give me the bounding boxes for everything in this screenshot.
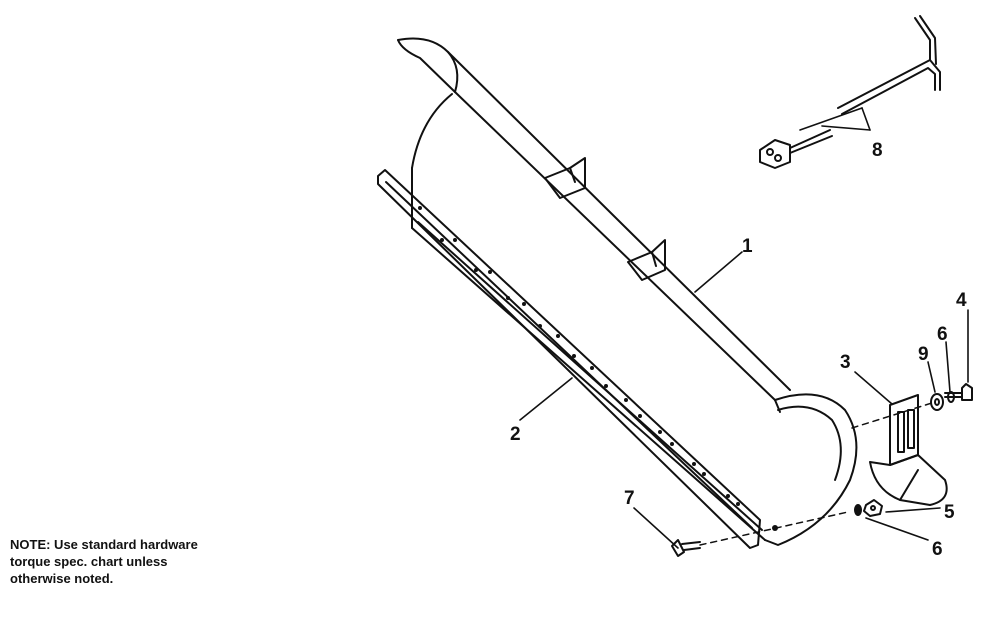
callout-4: 4 [956, 290, 967, 311]
washer-9 [930, 393, 944, 411]
scraper-blade-part [397, 37, 858, 546]
cutting-edge-part [377, 169, 761, 549]
nut-5 [863, 499, 883, 517]
callout-8: 8 [872, 140, 883, 161]
callout-6-bottom: 6 [932, 539, 943, 560]
callout-7: 7 [624, 488, 635, 509]
carriage-bolt-7 [671, 539, 701, 557]
alignment-lines [699, 401, 936, 546]
note-line-2: torque spec. chart unless [10, 554, 168, 569]
handle-rod-part [759, 15, 941, 169]
lock-washer-6-bottom [854, 504, 862, 516]
callout-9: 9 [918, 344, 929, 365]
callout-1: 1 [742, 236, 753, 257]
skid-shoe-part [869, 394, 948, 506]
leader-lines [519, 107, 969, 549]
lock-washer-6-top [947, 391, 955, 403]
note-line-1: NOTE: Use standard hardware [10, 537, 198, 552]
callout-2: 2 [510, 424, 521, 445]
hardware-note: NOTE: Use standard hardware torque spec.… [10, 536, 300, 587]
callout-5: 5 [944, 502, 955, 523]
callout-3: 3 [840, 352, 851, 373]
note-line-3: otherwise noted. [10, 571, 114, 586]
callout-6-top: 6 [937, 324, 948, 345]
